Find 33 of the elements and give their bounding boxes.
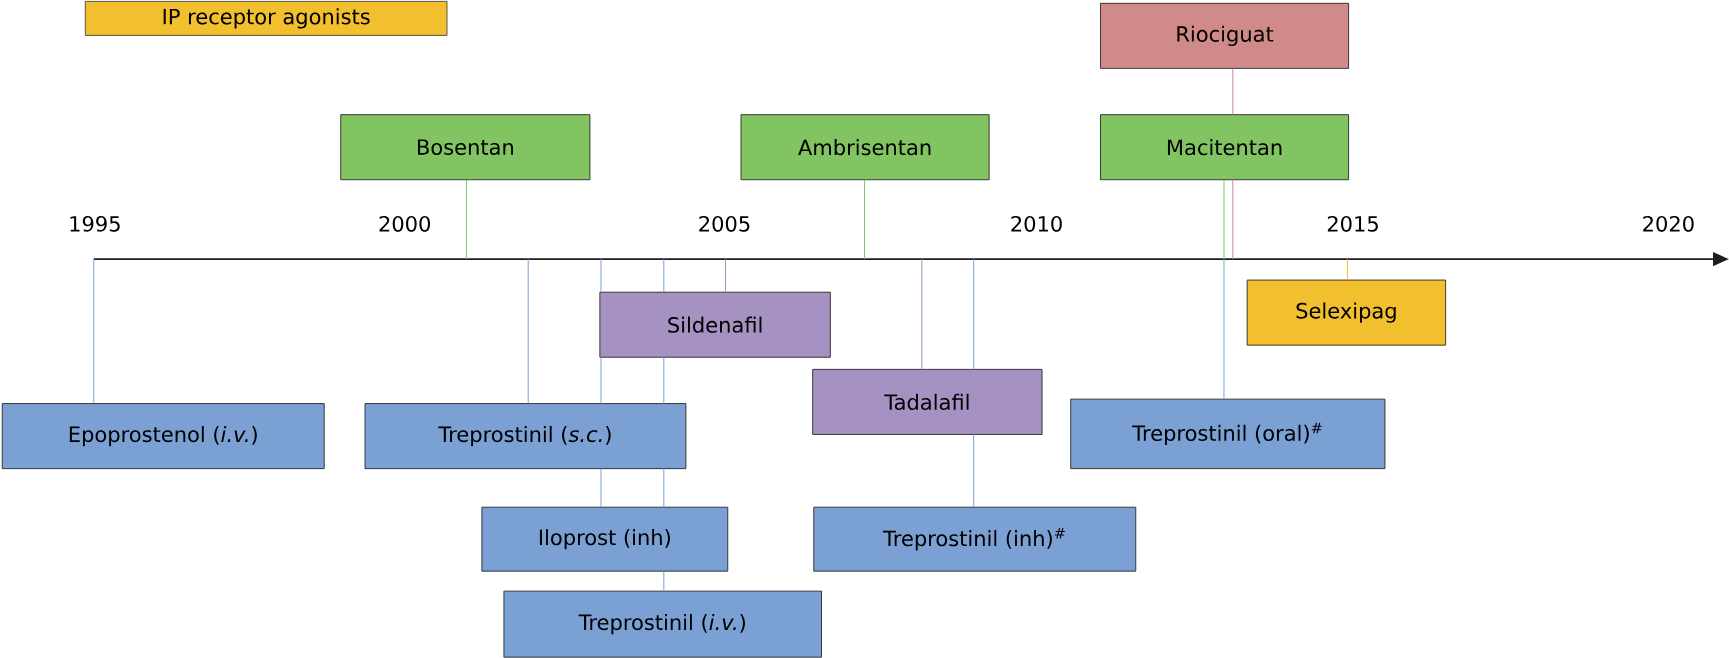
leader-line <box>663 258 665 592</box>
drug-box: Selexipag <box>1246 279 1447 346</box>
drug-box: Treprostinil (oral)$^{#}$ <box>1070 398 1386 470</box>
leader-line <box>725 258 727 293</box>
drug-box: Iloprost (inh) <box>481 506 729 572</box>
drug-box: Bosentan <box>340 114 591 181</box>
drug-box: Tadalafil <box>812 368 1043 435</box>
leader-line <box>465 179 467 260</box>
leader-line <box>864 179 865 260</box>
leader-line <box>93 258 95 404</box>
leader-line <box>1232 68 1234 260</box>
drug-box: Epoprostenol (i.v.) <box>1 403 325 470</box>
year-label: 2000 <box>379 215 430 232</box>
drug-box: Treprostinil (s.c.) <box>364 403 687 470</box>
leader-line <box>1347 258 1348 281</box>
drug-box: Sildenafil <box>599 291 831 358</box>
year-label: 1995 <box>70 215 120 232</box>
leader-line <box>1223 258 1225 400</box>
leader-line <box>1223 179 1225 260</box>
drug-box: Ambrisentan <box>740 114 990 181</box>
year-label: 2020 <box>1643 215 1694 232</box>
drug-box: Treprostinil (inh)$^{#}$ <box>813 506 1137 572</box>
drug-box: Treprostinil (i.v.) <box>503 590 822 658</box>
year-label: 2010 <box>1011 215 1062 232</box>
drug-box: Riociguat <box>1100 2 1350 69</box>
leader-line <box>527 258 529 404</box>
leader-line <box>600 258 602 508</box>
drug-box: Macitentan <box>1100 114 1350 181</box>
leader-line <box>921 258 923 370</box>
year-label: 2015 <box>1327 215 1378 232</box>
legend-item: IP receptor agonists <box>84 1 448 36</box>
year-label: 2005 <box>699 215 750 232</box>
leader-line <box>973 258 975 508</box>
